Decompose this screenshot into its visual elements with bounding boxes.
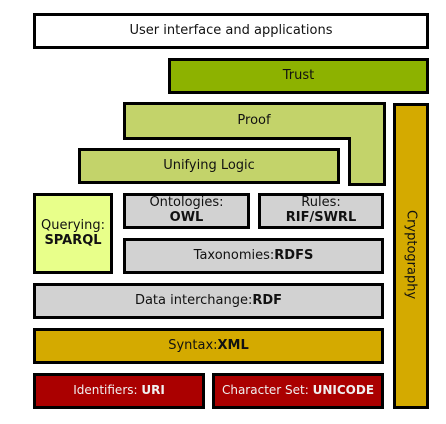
layer-rules-name: RIF/SWRL	[285, 210, 357, 225]
layer-querying-prefix: Querying:	[41, 217, 105, 233]
layer-ontologies: Ontologies: OWL	[123, 193, 250, 229]
layer-querying-name: SPARQL	[44, 232, 102, 248]
layer-taxonomies: Taxonomies:RDFS	[123, 238, 384, 274]
layer-cryptography-label: Cryptography	[403, 210, 419, 300]
layer-cryptography	[393, 103, 429, 409]
layer-cryptography-text: Cryptography	[394, 102, 428, 408]
layer-character-set: Character Set: UNICODE	[212, 373, 384, 409]
layer-unifying-logic-label: Unifying Logic	[163, 157, 255, 173]
layer-querying: Querying: SPARQL	[33, 193, 113, 274]
layer-identifiers-prefix: Identifiers:	[73, 383, 142, 398]
layer-proof-label: Proof	[237, 112, 271, 128]
layer-trust: Trust	[168, 58, 429, 94]
layer-syntax-prefix: Syntax:	[168, 337, 218, 353]
layer-taxonomies-prefix: Taxonomies:	[193, 247, 275, 263]
layer-user-interface-label: User interface and applications	[129, 22, 333, 38]
layer-identifiers: Identifiers: URI	[33, 373, 205, 409]
layer-rules: Rules: RIF/SWRL	[258, 193, 384, 229]
layer-character-set-name: UNICODE	[312, 383, 375, 398]
layer-data-interchange-name: RDF	[252, 292, 283, 308]
layer-data-interchange: Data interchange:RDF	[33, 283, 384, 319]
layer-identifiers-name: URI	[141, 383, 165, 398]
layer-rules-prefix: Rules:	[301, 195, 341, 211]
layer-taxonomies-name: RDFS	[274, 247, 314, 263]
layer-ontologies-name: OWL	[169, 210, 204, 225]
layer-character-set-prefix: Character Set:	[221, 383, 313, 398]
layer-syntax: Syntax:XML	[33, 328, 384, 364]
layer-unifying-logic: Unifying Logic	[78, 148, 340, 184]
layer-ontologies-prefix: Ontologies:	[149, 195, 224, 211]
layer-data-interchange-prefix: Data interchange:	[134, 292, 253, 308]
layer-proof: Proof	[125, 103, 383, 137]
layer-syntax-name: XML	[217, 337, 249, 353]
layer-user-interface: User interface and applications	[33, 13, 429, 49]
layer-trust-label: Trust	[282, 67, 315, 83]
